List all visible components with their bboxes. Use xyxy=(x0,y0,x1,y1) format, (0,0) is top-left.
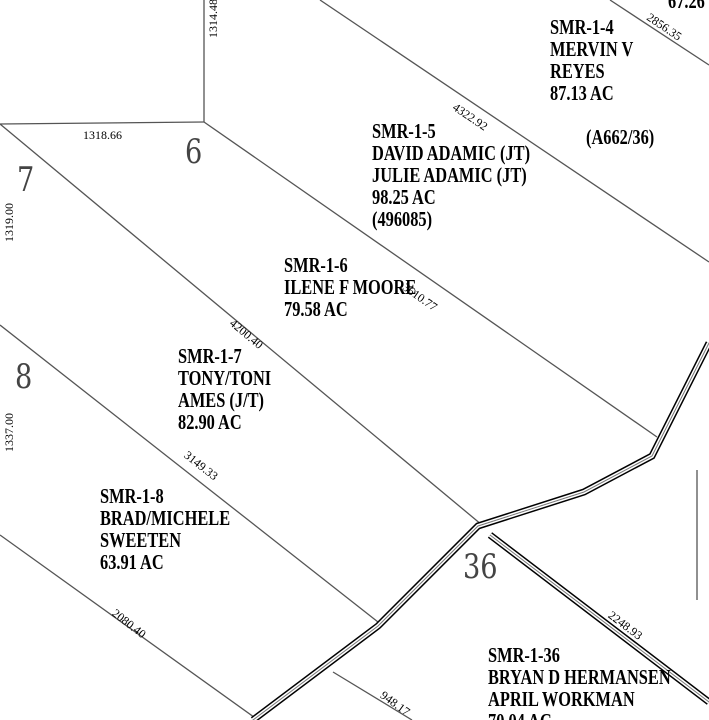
boundary-line xyxy=(0,121,205,125)
lot-number-7: 7 xyxy=(17,160,35,200)
acreage: 87.13 AC xyxy=(550,81,614,105)
boundary-line xyxy=(0,324,379,623)
parcel-id: SMR-1-7 xyxy=(178,344,242,368)
boundary-line xyxy=(319,0,709,263)
parcel-label-smr-1-5: SMR-1-5 DAVID ADAMIC (JT) JULIE ADAMIC (… xyxy=(372,120,530,230)
dimension-label: 1319.00 xyxy=(2,203,16,242)
parcel-label-smr-1-8: SMR-1-8 BRAD/MICHELE SWEETEN 63.91 AC xyxy=(100,485,230,573)
owner: ILENE F MOORE xyxy=(284,275,417,299)
acreage: 98.25 AC xyxy=(372,185,436,209)
boundary-line xyxy=(0,534,259,720)
reference: (496085) xyxy=(372,207,433,231)
parcel-label-smr-1-4: SMR-1-4 MERVIN V REYES 87.13 AC xyxy=(550,16,633,104)
owner: JULIE ADAMIC (JT) xyxy=(372,163,527,187)
owner: BRYAN D HERMANSEN xyxy=(488,665,671,689)
partial-acreage: 67.26 xyxy=(668,0,705,13)
owner: REYES xyxy=(550,59,605,83)
parcel-reference: (A662/36) xyxy=(586,125,655,149)
acreage: 79.58 AC xyxy=(284,297,348,321)
acreage: 70.04 AC xyxy=(488,710,671,720)
parcel-id: SMR-1-8 xyxy=(100,484,164,508)
parcel-id: SMR-1-5 xyxy=(372,119,436,143)
parcel-label-smr-1-6: SMR-1-6 ILENE F MOORE 79.58 AC xyxy=(284,254,416,320)
parcel-id: SMR-1-36 xyxy=(488,643,560,667)
dimension-label: 1314.48 xyxy=(206,0,220,38)
owner: TONY/TONI xyxy=(178,366,272,390)
acreage: 82.90 AC xyxy=(178,410,242,434)
parcel-label-smr-1-7: SMR-1-7 TONY/TONI AMES (J/T) 82.90 AC xyxy=(178,345,271,433)
parcel-label-smr-1-36: SMR-1-36 BRYAN D HERMANSEN APRIL WORKMAN… xyxy=(488,644,671,720)
owner: SWEETEN xyxy=(100,528,182,552)
boundary-line xyxy=(332,671,413,720)
parcel-id: SMR-1-4 xyxy=(550,15,614,39)
boundary-line xyxy=(609,0,709,66)
boundary-line xyxy=(0,123,483,526)
owner: APRIL WORKMAN xyxy=(488,687,635,711)
owner: BRAD/MICHELE xyxy=(100,506,231,530)
lot-number-8: 8 xyxy=(15,357,33,397)
parcel-id: SMR-1-6 xyxy=(284,253,348,277)
lot-number-6: 6 xyxy=(185,132,203,172)
owner: DAVID ADAMIC (JT) xyxy=(372,141,531,165)
dimension-label: 1337.00 xyxy=(2,413,16,452)
owner: MERVIN V xyxy=(550,37,634,61)
owner: AMES (J/T) xyxy=(178,388,264,412)
lot-number-36: 36 xyxy=(463,547,498,587)
acreage: 63.91 AC xyxy=(100,550,164,574)
boundary-line xyxy=(203,121,658,438)
dimension-label: 1318.66 xyxy=(83,128,122,142)
